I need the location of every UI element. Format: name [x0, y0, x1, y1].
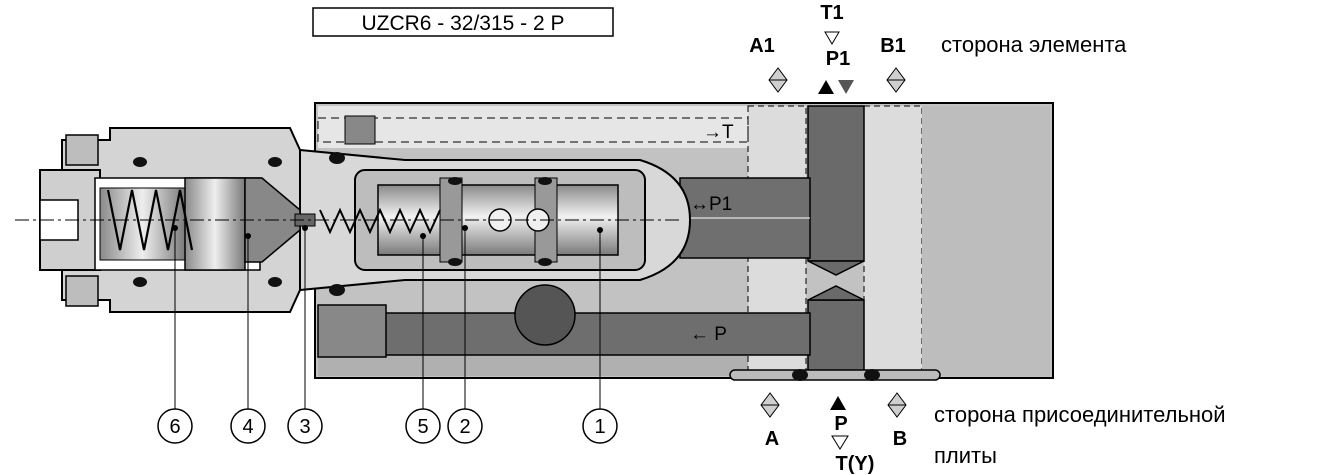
- callout-5: 5: [417, 416, 428, 438]
- callout-2-circle: [447, 408, 483, 444]
- spool-housing: [299, 148, 692, 296]
- port-label-p: P: [834, 413, 847, 435]
- port-label-t1: T1: [820, 2, 843, 24]
- flow-label-p: ← P: [690, 324, 727, 345]
- bottom-side-label-line2: плиты: [934, 443, 997, 468]
- top-port-markers: A1 T1 P1 B1 сторона элемента: [749, 2, 1127, 94]
- port-label-a1: A1: [749, 35, 775, 57]
- top-side-label: сторона элемента: [941, 32, 1127, 57]
- bottom-side-label-line1: сторона присоединительной: [934, 402, 1226, 427]
- spool-spring: [319, 207, 441, 235]
- callout-6: 6: [169, 416, 180, 438]
- valve-body: [314, 102, 1054, 379]
- port-label-t: T(Y): [836, 453, 875, 475]
- port-label-b1: B1: [880, 35, 906, 57]
- port-t1-icon: [824, 31, 840, 45]
- port-p1-up-icon: [818, 80, 834, 94]
- callouts: 6 4 3 5 2 1: [157, 225, 618, 444]
- port-p1-down-icon: [838, 80, 854, 94]
- flow-label-p1: ↔P1: [690, 194, 732, 215]
- port-label-b: B: [893, 428, 907, 450]
- port-label-a: A: [765, 428, 779, 450]
- port-t-icon: [831, 435, 849, 450]
- callout-1: 1: [594, 416, 605, 438]
- callout-6-circle: [157, 408, 193, 444]
- flow-label-t: →T: [703, 122, 734, 143]
- callout-4-circle: [230, 408, 266, 444]
- subplate-seal-strip: [729, 369, 941, 381]
- callout-2: 2: [459, 416, 470, 438]
- callout-3: 3: [299, 416, 310, 438]
- callout-3-circle: [287, 408, 323, 444]
- port-p-up-icon: [830, 396, 846, 410]
- model-code-box: UZCR6 - 32/315 - 2 P: [312, 7, 614, 37]
- port-label-p1: P1: [826, 48, 850, 70]
- callout-1-circle: [582, 408, 618, 444]
- model-code-text: UZCR6 - 32/315 - 2 P: [361, 12, 564, 35]
- callout-5-circle: [405, 408, 441, 444]
- callout-4: 4: [242, 416, 253, 438]
- bottom-port-markers: A P T(Y) B сторона присоединительной пли…: [760, 392, 1226, 475]
